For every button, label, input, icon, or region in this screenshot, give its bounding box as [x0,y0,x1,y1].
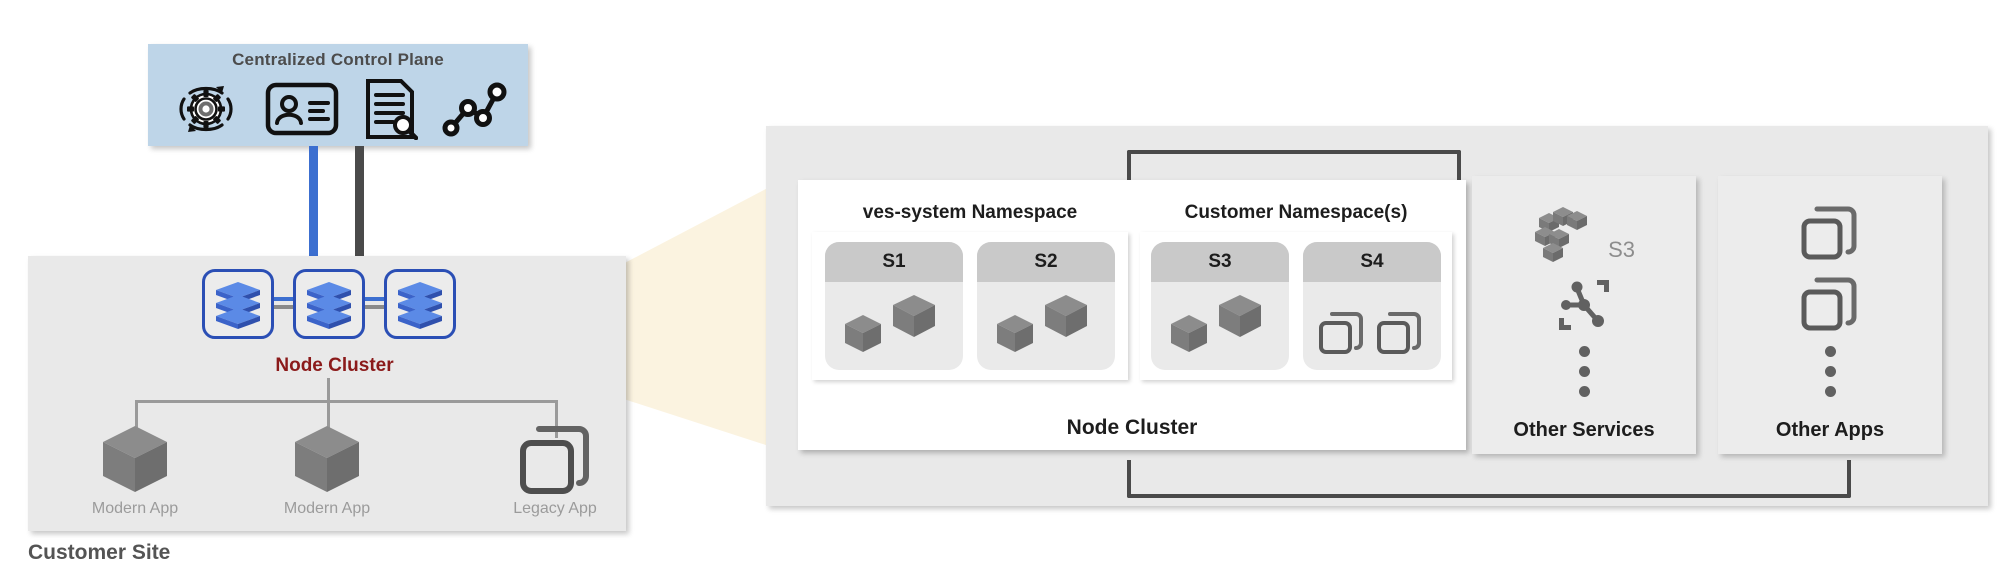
control-plane-gray-link [355,146,364,256]
window-stack-icon [1375,308,1423,361]
server-stack-icon [307,282,351,329]
node-3[interactable] [384,269,456,339]
modern-app-2-label: Modern App [283,500,371,517]
bracket-bottom-connector [1127,460,1851,498]
cube-icon [1043,292,1089,345]
pod-s3-label: S3 [1151,242,1289,282]
document-search-icon [362,78,418,141]
server-stack-icon [398,282,442,329]
pod-s2-contents [977,282,1115,370]
legacy-app-1[interactable]: Legacy App [480,420,630,518]
customer-namespace-body: S3 [1140,232,1452,380]
pod-s4-contents [1303,282,1441,370]
node-link-1-2 [274,297,293,309]
gear-sync-icon [170,79,242,139]
customer-namespace-title: Customer Namespace(s) [1184,202,1408,223]
window-stack-icon [1799,203,1861,268]
node-cluster-label: Node Cluster [275,355,394,376]
modern-app-1-label: Modern App [91,500,179,517]
window-stack-icon [480,420,630,498]
customer-namespace-group: Customer Namespace(s) S3 [1140,202,1452,380]
legacy-app-1-label: Legacy App [513,500,597,517]
customer-site-label: Customer Site [28,541,171,564]
control-plane-icon-row [148,74,528,144]
window-stack-icon [1317,308,1365,361]
other-services-label: Other Services [1513,419,1655,441]
network-graph-icon [441,80,507,138]
ves-system-namespace-title: ves-system Namespace [862,202,1078,223]
pod-s1-contents [825,282,963,370]
pod-s1-label: S1 [825,242,963,282]
vertical-ellipsis-icon [1578,346,1590,398]
pod-s3-contents [1151,282,1289,370]
vertical-ellipsis-icon [1824,345,1836,397]
bracket-top-connector [1127,150,1461,188]
node-1[interactable] [202,269,274,339]
pod-s4-label: S4 [1303,242,1441,282]
cube-icon [1217,292,1263,345]
cube-icon [891,292,937,345]
cube-icon [1169,312,1209,359]
other-services-icon-stack: S3 [1472,200,1696,400]
pod-s4[interactable]: S4 [1303,242,1441,370]
centralized-control-plane-panel: Centralized Control Plane [148,44,528,146]
other-apps-panel: Other Apps [1718,176,1942,454]
pod-s2-label: S2 [977,242,1115,282]
other-apps-icon-stack [1718,200,1942,400]
cube-icon [252,420,402,498]
pod-s3[interactable]: S3 [1151,242,1289,370]
modern-app-1[interactable]: Modern App [60,420,210,518]
tree-leg-2 [327,400,330,438]
pod-s1[interactable]: S1 [825,242,963,370]
other-apps-label: Other Apps [1775,419,1885,441]
tree-crossbar [135,400,558,403]
pod-s2[interactable]: S2 [977,242,1115,370]
control-plane-title: Centralized Control Plane [232,50,444,69]
ves-system-namespace-group: ves-system Namespace S1 [812,202,1128,380]
node-link-2-3 [365,297,384,309]
other-services-panel: S3 [1472,176,1696,454]
server-stack-icon [216,282,260,329]
node-cluster-card: ves-system Namespace S1 [798,180,1466,450]
window-stack-icon [1799,274,1861,339]
service-mesh-icon [1553,274,1615,341]
control-plane-blue-link [309,146,318,256]
node-cluster-detail-label: Node Cluster [1066,416,1198,439]
s3-bucket-caption: S3 [1608,236,1635,262]
cube-icon [995,312,1035,359]
node-2[interactable] [293,269,365,339]
tree-leg-3 [555,400,558,438]
modern-app-2[interactable]: Modern App [252,420,402,518]
s3-bucket-icon: S3 [1535,203,1635,269]
identity-card-icon [265,81,339,137]
ves-system-namespace-body: S1 [812,232,1128,380]
cube-icon [843,312,883,359]
zoom-funnel [596,168,806,458]
tree-trunk [327,378,330,402]
cube-icon [60,420,210,498]
tree-leg-1 [135,400,138,438]
